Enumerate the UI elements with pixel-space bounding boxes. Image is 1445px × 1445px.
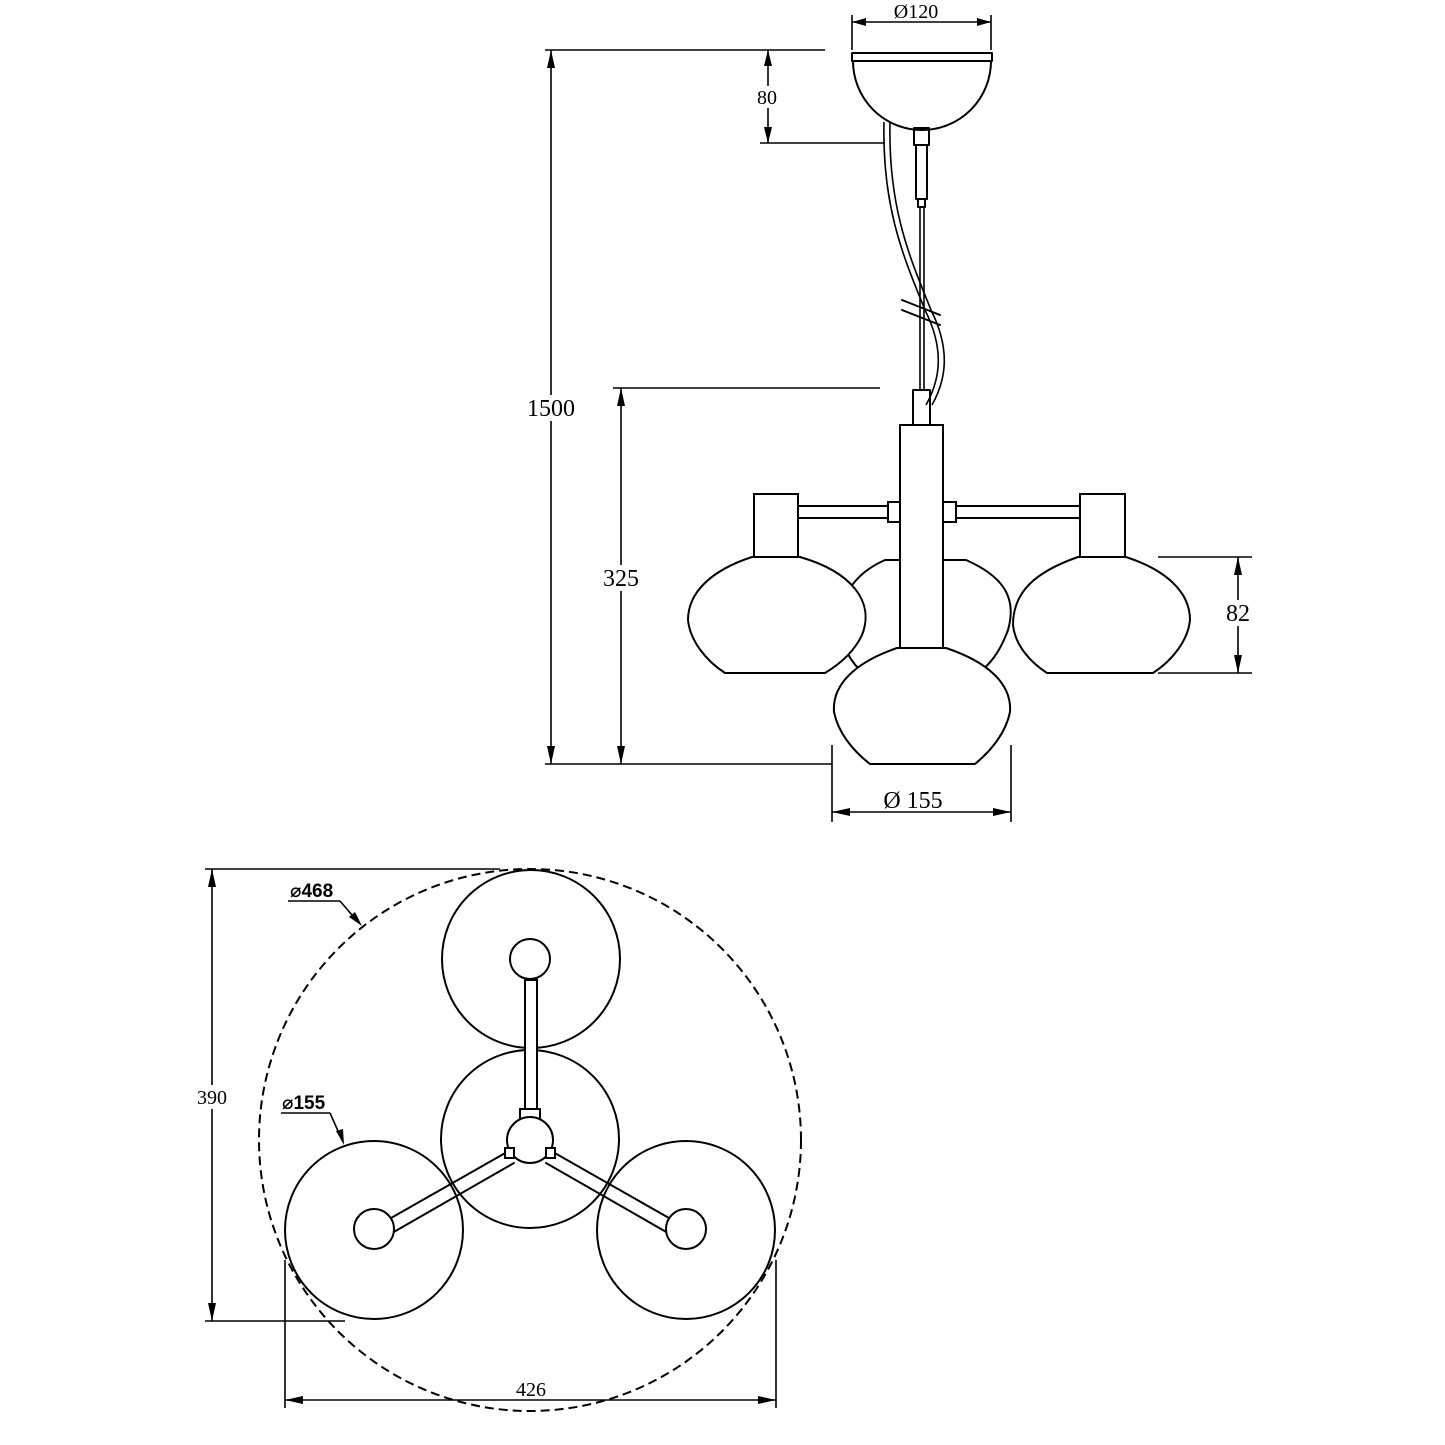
dimension-overall-height: 1500 (520, 49, 832, 765)
dimension-canopy-height: 80 (752, 49, 885, 144)
label-canopy-diameter: Ø120 (894, 1, 938, 23)
leader-overall-diameter: ⌀468 (288, 881, 362, 926)
leader-shade-diameter: ⌀155 (281, 1093, 344, 1145)
label-overall-height: 1500 (527, 396, 575, 422)
central-body (899, 424, 944, 649)
label-depth: 390 (197, 1087, 227, 1109)
shade-left (686, 556, 867, 674)
label-shade-top-diameter: ⌀155 (282, 1093, 326, 1114)
top-view: ⌀468 ⌀155 390 426 (190, 868, 802, 1412)
arms-top (353, 938, 707, 1250)
ceiling-canopy (851, 52, 993, 208)
label-width: 426 (516, 1379, 546, 1401)
suspension-cable (883, 121, 946, 426)
label-overall-diameter: ⌀468 (290, 881, 333, 902)
label-canopy-height: 80 (757, 87, 777, 109)
shade-right (1011, 556, 1192, 674)
dimension-shade-height: 82 (1158, 556, 1256, 674)
dimension-canopy-diameter: Ø120 (851, 1, 992, 50)
arms (753, 493, 1126, 558)
label-body-height: 325 (603, 566, 639, 592)
dimension-body-height: 325 (598, 387, 880, 764)
dimension-width: 426 (284, 1260, 777, 1408)
dimension-shade-diameter: Ø 155 (831, 745, 1012, 822)
label-shade-diameter: Ø 155 (883, 788, 942, 814)
shade-front (832, 647, 1012, 765)
dimension-depth: 390 (190, 868, 500, 1322)
label-shade-height: 82 (1226, 601, 1250, 627)
overall-outline-circle (258, 868, 802, 1412)
side-view: Ø120 80 1500 32 (520, 1, 1256, 822)
